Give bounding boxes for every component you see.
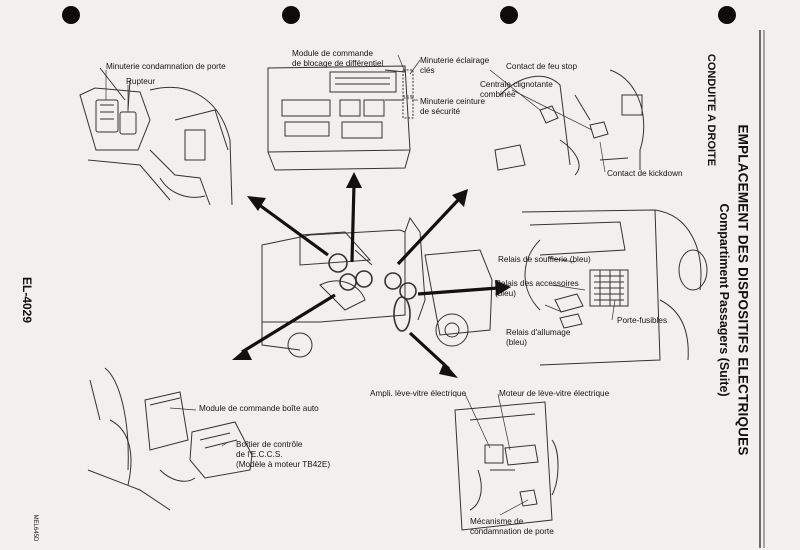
label-line: Module de commande [292,49,374,58]
label-line: combinée [480,90,516,99]
label-seatbelt-timer: Minuterie ceinture de sécurité [420,97,485,117]
binder-hole [500,6,518,24]
page-code: EL-4029 [20,276,34,324]
label-eccs-control-unit: Boîtier de contrôle de l'E.C.C.S. (Modèl… [236,440,330,470]
label-line: de l'E.C.C.S. [236,450,283,459]
label-door-lock-timer: Minuterie condamnation de porte [106,62,226,71]
label-accessory-relay: Relais des accessoires (bleu) [495,279,579,299]
console-illustration [267,65,414,171]
label-line: Centrale clignotante [480,80,553,89]
reference-code: MEL645D [32,514,38,542]
label-line: Minuterie ceinture [420,97,486,106]
page-subtitle: Compartiment Passagers (Suite) [717,203,731,397]
label-blower-relay: Relais de soufflerie (bleu) [498,255,591,264]
label-diff-lock-module: Module de commande de blocage de différe… [292,49,383,69]
callout-arrows [232,172,511,378]
label-breaker: Rupteur [126,77,156,86]
pedal-area-illustration [494,69,645,176]
label-flasher-unit: Centrale clignotante combinée [480,80,553,100]
label-line: de sécurité [420,107,461,116]
label-line: (bleu) [495,289,516,298]
door-panel-illustration [454,401,559,531]
label-line: Boîtier de contrôle [236,440,303,449]
label-line: de blocage de différentiel [292,59,384,68]
label-window-amp: Ampli. lève-vitre électrique [370,389,467,398]
fuse-box-illustration [521,209,708,366]
drive-side-tag: CONDUITE A DROITE [705,53,717,167]
label-stop-light-switch: Contact de feu stop [506,62,578,71]
label-window-motor: Moteur de lève-vitre électrique [499,389,610,398]
label-line: clés [420,66,435,75]
label-line: Relais des accessoires [495,279,579,288]
label-auto-trans-module: Module de commande boîte auto [199,404,319,413]
door-timer-illustration [79,67,233,206]
binder-hole [62,6,80,24]
label-fuse-holder: Porte-fusibles [617,316,668,325]
label-line: condamnation de porte [470,527,554,536]
label-line: Minuterie éclairage [420,56,490,65]
label-line: Mécanisme de [470,517,524,526]
binder-hole [282,6,300,24]
binder-hole [718,6,736,24]
page-title: EMPLACEMENT DES DISPOSITIFS ELECTRIQUES [735,124,751,456]
vehicle-illustration [261,216,493,358]
leader-lines [105,54,616,516]
eccs-illustration [87,367,253,511]
label-kickdown-switch: Contact de kickdown [607,169,683,178]
label-line: (bleu) [506,338,527,347]
label-door-lock-mechanism: Mécanisme de condamnation de porte [470,517,554,537]
label-line: (Modèle à moteur TB42E) [236,460,331,469]
label-line: Relais d'allumage [506,328,571,337]
label-key-light-timer: Minuterie éclairage clés [420,56,489,76]
label-ignition-relay: Relais d'allumage (bleu) [506,328,570,348]
